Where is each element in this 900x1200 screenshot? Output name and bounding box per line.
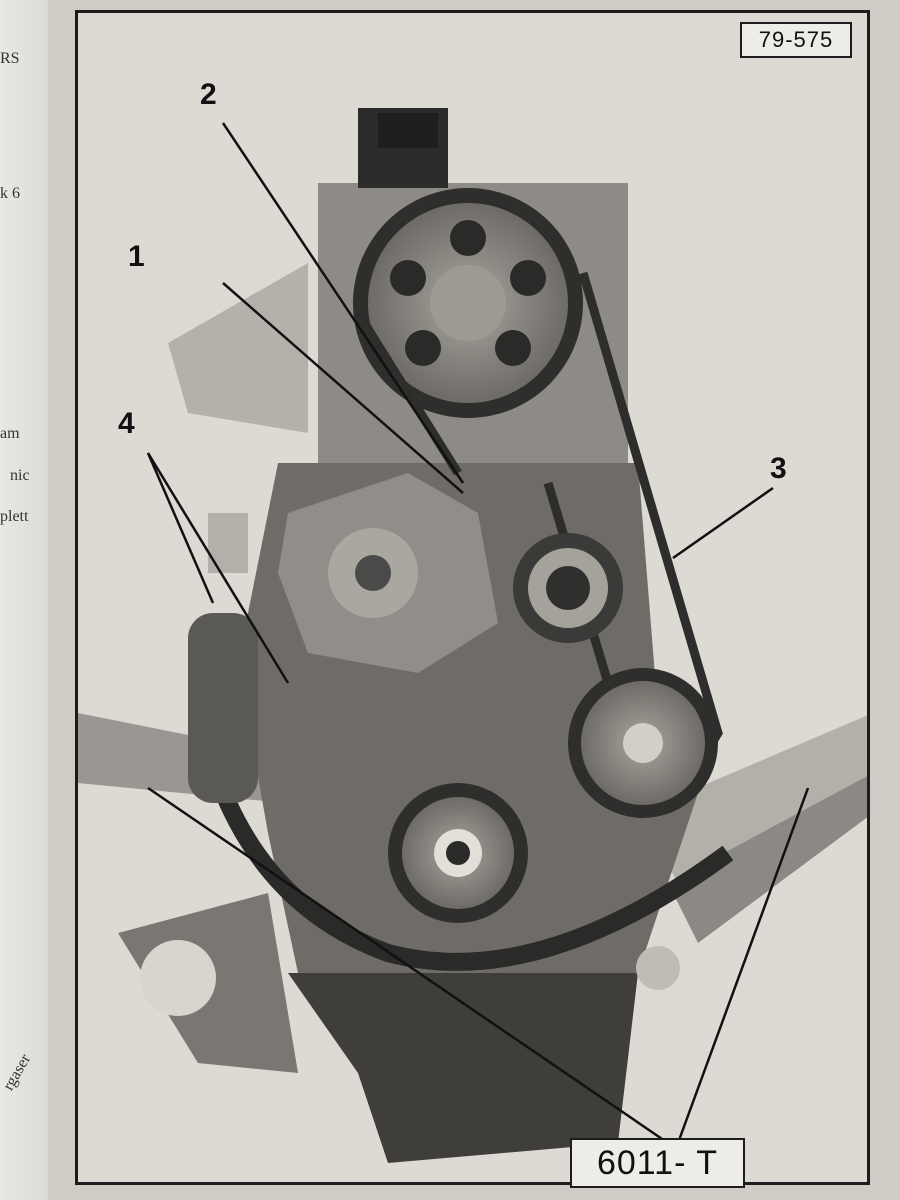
margin-text-1: RS <box>0 50 20 67</box>
coolant-outlet <box>208 513 248 573</box>
stand-bar-right <box>638 715 867 883</box>
water-pump <box>278 473 498 673</box>
oil-sump <box>288 973 638 1163</box>
leader-line-tool-right <box>676 787 810 1144</box>
margin-text-5: plett <box>0 508 29 525</box>
thermostat-housing <box>188 613 258 803</box>
lifting-bracket <box>168 263 308 433</box>
callout-3: 3 <box>770 452 787 485</box>
margin-text-4: nic <box>10 467 30 484</box>
margin-text-3: am <box>0 425 20 442</box>
tool-reference-label: 6011- T <box>570 1138 745 1188</box>
leader-line-tool-left <box>147 786 669 1145</box>
mount-bolt <box>636 946 680 990</box>
belt-tensioner <box>513 533 623 643</box>
leader-line-1 <box>222 282 464 494</box>
margin-text-6: rgaser <box>0 1051 35 1094</box>
camshaft-gear <box>353 188 583 418</box>
crankshaft-gear <box>388 783 528 923</box>
distributor-top <box>378 113 438 148</box>
intermediate-gear <box>568 668 718 818</box>
timing-belt-left <box>354 310 462 476</box>
margin-text-2: k 6 <box>0 185 20 202</box>
stand-bar-right-lower <box>668 776 867 943</box>
engine-figure-frame <box>75 10 870 1185</box>
leader-line-4b <box>146 452 290 684</box>
engine-illustration <box>78 108 867 1163</box>
leader-lines <box>146 122 810 1145</box>
mount-hole <box>140 940 216 1016</box>
figure-reference-number: 79-575 <box>740 22 852 58</box>
leader-line-4a <box>146 452 215 604</box>
adjacent-page-margin: RS k 6 am nic plett rgaser <box>0 0 48 1200</box>
callout-2: 2 <box>200 78 217 111</box>
leader-line-2 <box>221 122 465 484</box>
callout-1: 1 <box>128 240 145 273</box>
leader-line-3 <box>672 486 774 560</box>
callout-4: 4 <box>118 407 135 440</box>
